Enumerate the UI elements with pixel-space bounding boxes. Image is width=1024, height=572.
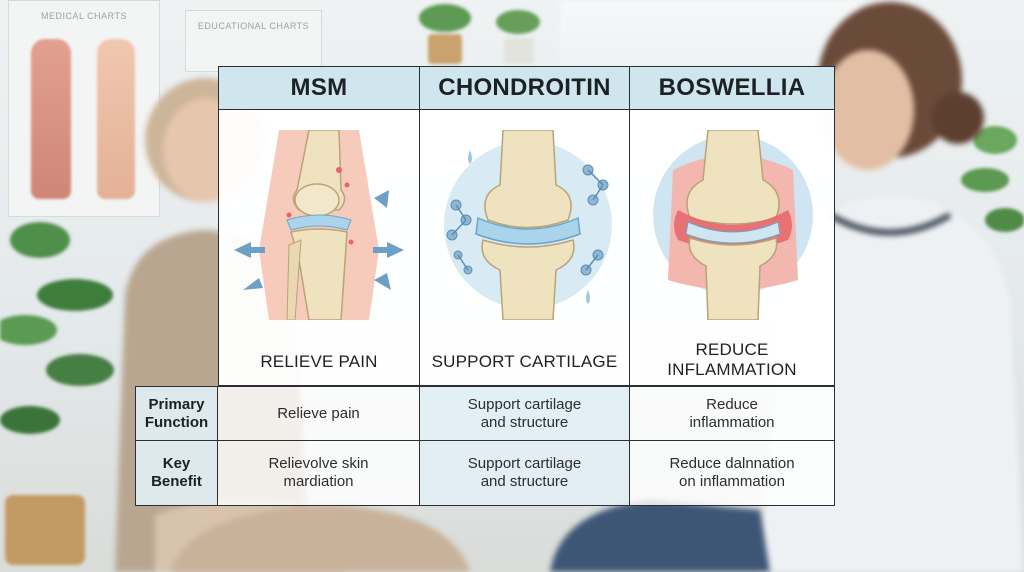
cell-line: Reduce dalnnation <box>669 455 795 472</box>
panel-title-msm: RELIEVE PAIN <box>260 352 378 371</box>
plant-shelf <box>419 4 540 64</box>
poster-caption: MEDICAL CHARTS <box>40 11 127 21</box>
row-label-line: Benefit <box>151 473 202 490</box>
panel-boswellia: REDUCE INFLAMMATION <box>629 110 835 386</box>
cell-line: Relievolve skin <box>268 455 369 472</box>
row-label-line: Key <box>162 455 191 472</box>
header-chondroitin: CHONDROITIN <box>419 66 630 110</box>
supplement-comparison-table: MSM CHONDROITIN BOSWELLIA RELIEVE PAIN <box>135 66 835 506</box>
poster-caption: EDUCATIONAL CHARTS <box>197 21 310 31</box>
cartilage-illustration <box>444 130 612 320</box>
body-figure <box>97 39 135 199</box>
knee-pain-illustration <box>234 130 404 320</box>
header-boswellia: BOSWELLIA <box>629 66 835 110</box>
row-label-line: Function <box>144 413 209 431</box>
cell-line: Support cartilage <box>467 455 582 472</box>
plant-left <box>0 222 114 565</box>
anatomy-poster-left: MEDICAL CHARTS <box>8 0 160 217</box>
cell-line: Relieve pain <box>277 404 360 422</box>
cell-line: inflammation <box>689 413 775 431</box>
panel-msm: RELIEVE PAIN <box>218 110 420 386</box>
panel-title-boswellia: REDUCE INFLAMMATION <box>630 340 834 380</box>
table-cell: Relieve pain <box>217 386 420 441</box>
header-msm: MSM <box>218 66 420 110</box>
patient-lap <box>170 505 470 572</box>
cell-line: on inflammation <box>679 473 785 490</box>
panel-title-chondroitin: SUPPORT CARTILAGE <box>431 352 618 371</box>
cell-line: Support cartilage <box>467 395 582 413</box>
panel-chondroitin: SUPPORT CARTILAGE <box>419 110 630 386</box>
cell-line: Reduce <box>706 395 758 413</box>
anatomy-poster-right: EDUCATIONAL CHARTS <box>185 10 322 72</box>
cell-line: and structure <box>480 473 569 490</box>
muscle-figure <box>31 39 71 199</box>
cell-line: mardiation <box>283 473 354 490</box>
plant-right <box>961 126 1024 232</box>
doctor-legs <box>550 500 770 572</box>
panel-title-line: INFLAMMATION <box>667 360 797 379</box>
inflammation-illustration <box>653 130 813 320</box>
cell-line: and structure <box>480 413 569 431</box>
row-label-line: Primary <box>148 395 205 413</box>
panel-title-line: REDUCE <box>695 340 769 359</box>
